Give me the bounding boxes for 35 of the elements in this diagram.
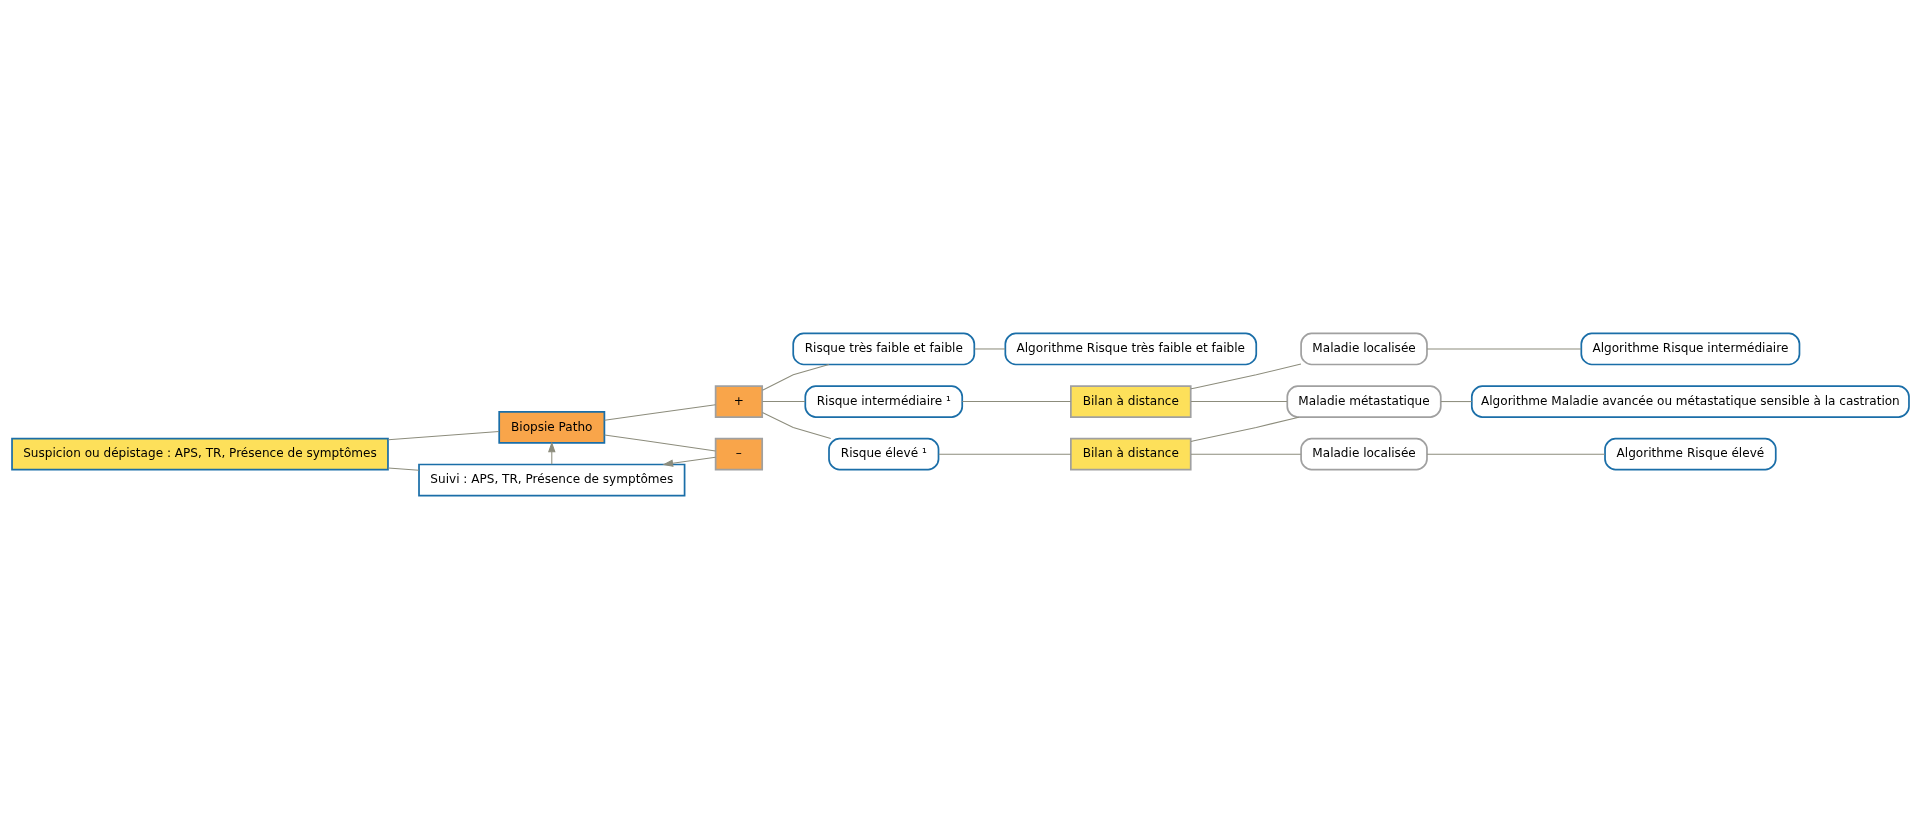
node-box: Biopsie Patho bbox=[498, 410, 606, 444]
connector bbox=[1426, 347, 1582, 349]
connector bbox=[761, 400, 806, 402]
arrow bbox=[662, 456, 716, 467]
node-box: Suspicion ou dépistage : APS, TR, Présence de symptômes bbox=[11, 437, 389, 471]
node-box: Maladie métastatique bbox=[1286, 384, 1442, 418]
connector bbox=[1190, 363, 1302, 389]
connector bbox=[387, 430, 500, 440]
connector bbox=[387, 467, 420, 471]
connector bbox=[604, 403, 717, 421]
connector bbox=[604, 433, 717, 451]
node-box: + bbox=[714, 384, 764, 418]
connector bbox=[1190, 400, 1288, 402]
node-box: Maladie localisée bbox=[1300, 437, 1428, 471]
connector bbox=[938, 453, 1072, 455]
connector bbox=[1190, 453, 1302, 455]
node-box: Algorithme Risque très faible et faible bbox=[1004, 332, 1258, 365]
node-box: Algorithme Risque intermédiaire bbox=[1580, 332, 1801, 365]
connector bbox=[761, 411, 832, 439]
node-box: Algorithme Risque élevé bbox=[1604, 437, 1777, 471]
connector bbox=[961, 400, 1072, 402]
node-box: Risque très faible et faible bbox=[792, 332, 976, 365]
connector bbox=[1426, 453, 1606, 455]
node-box: Bilan à distance bbox=[1070, 384, 1192, 418]
node-box: Bilan à distance bbox=[1070, 437, 1192, 471]
node-box: – bbox=[714, 437, 764, 471]
arrow bbox=[548, 441, 556, 465]
connector bbox=[1440, 400, 1473, 402]
node-box: Suivi : APS, TR, Présence de symptômes bbox=[418, 463, 686, 496]
node-box: Risque élevé ¹ bbox=[828, 437, 940, 471]
connector bbox=[974, 347, 1006, 349]
node-box: Risque intermédiaire ¹ bbox=[804, 384, 964, 418]
node-box: Maladie localisée bbox=[1300, 332, 1428, 365]
connector bbox=[1190, 416, 1300, 442]
node-box: Algorithme Maladie avancée ou métastatique sensible à la castration bbox=[1470, 384, 1910, 418]
